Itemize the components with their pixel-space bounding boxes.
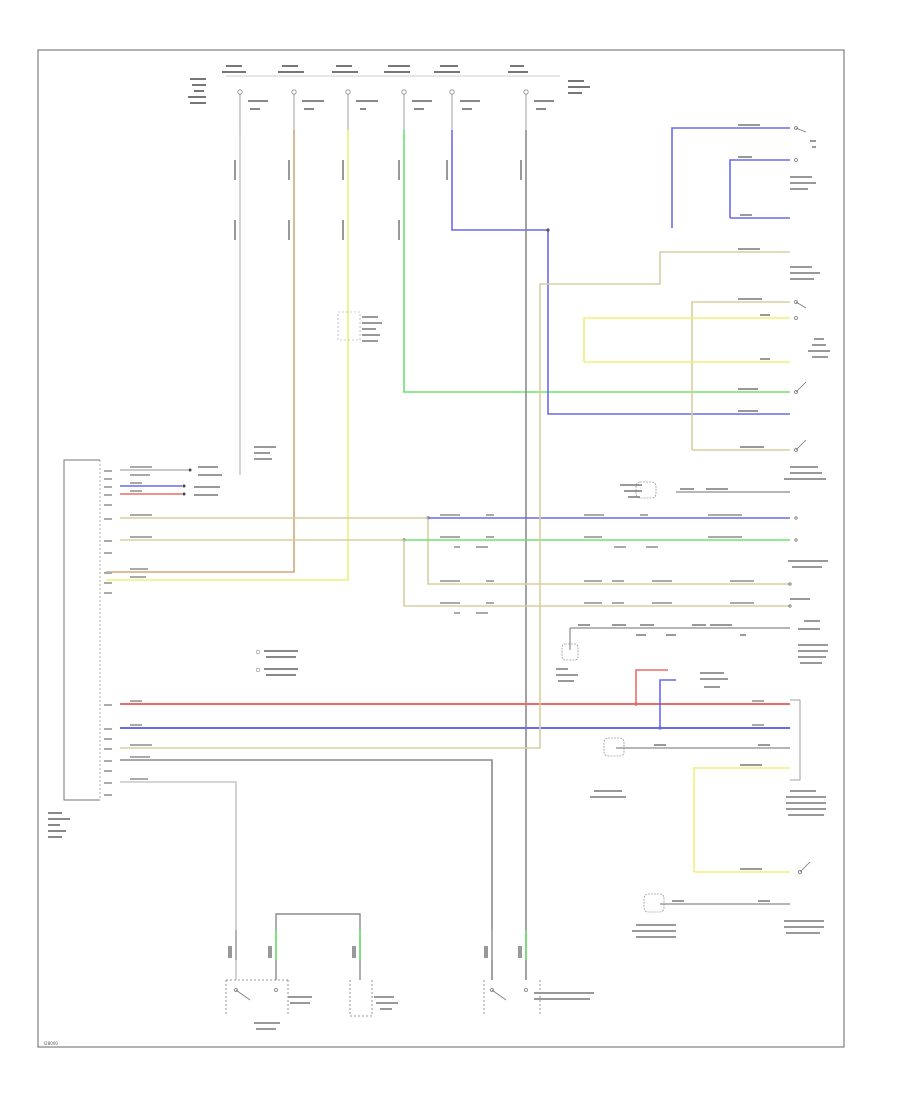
wire-labels — [130, 466, 764, 780]
right-switches — [788, 126, 811, 874]
right-labels — [578, 124, 770, 902]
splice-markers — [402, 228, 662, 730]
module-pin-labels — [104, 470, 112, 796]
body-control-module — [48, 459, 101, 838]
module-wires — [120, 251, 790, 980]
top-fuse-labels — [188, 65, 590, 104]
bottom-components — [225, 913, 594, 1030]
middle-notes — [255, 649, 298, 676]
fuse-symbols — [237, 89, 529, 130]
inline-connector-label — [337, 311, 382, 342]
ground-symbols — [561, 481, 665, 913]
diagram-frame — [37, 49, 845, 1048]
component-labels-right — [556, 140, 830, 938]
right-side-wiring — [569, 127, 790, 905]
vertical-wires-top — [106, 130, 790, 980]
module-side-connectors — [182, 468, 192, 496]
footer-code: I28000 — [44, 1041, 58, 1046]
